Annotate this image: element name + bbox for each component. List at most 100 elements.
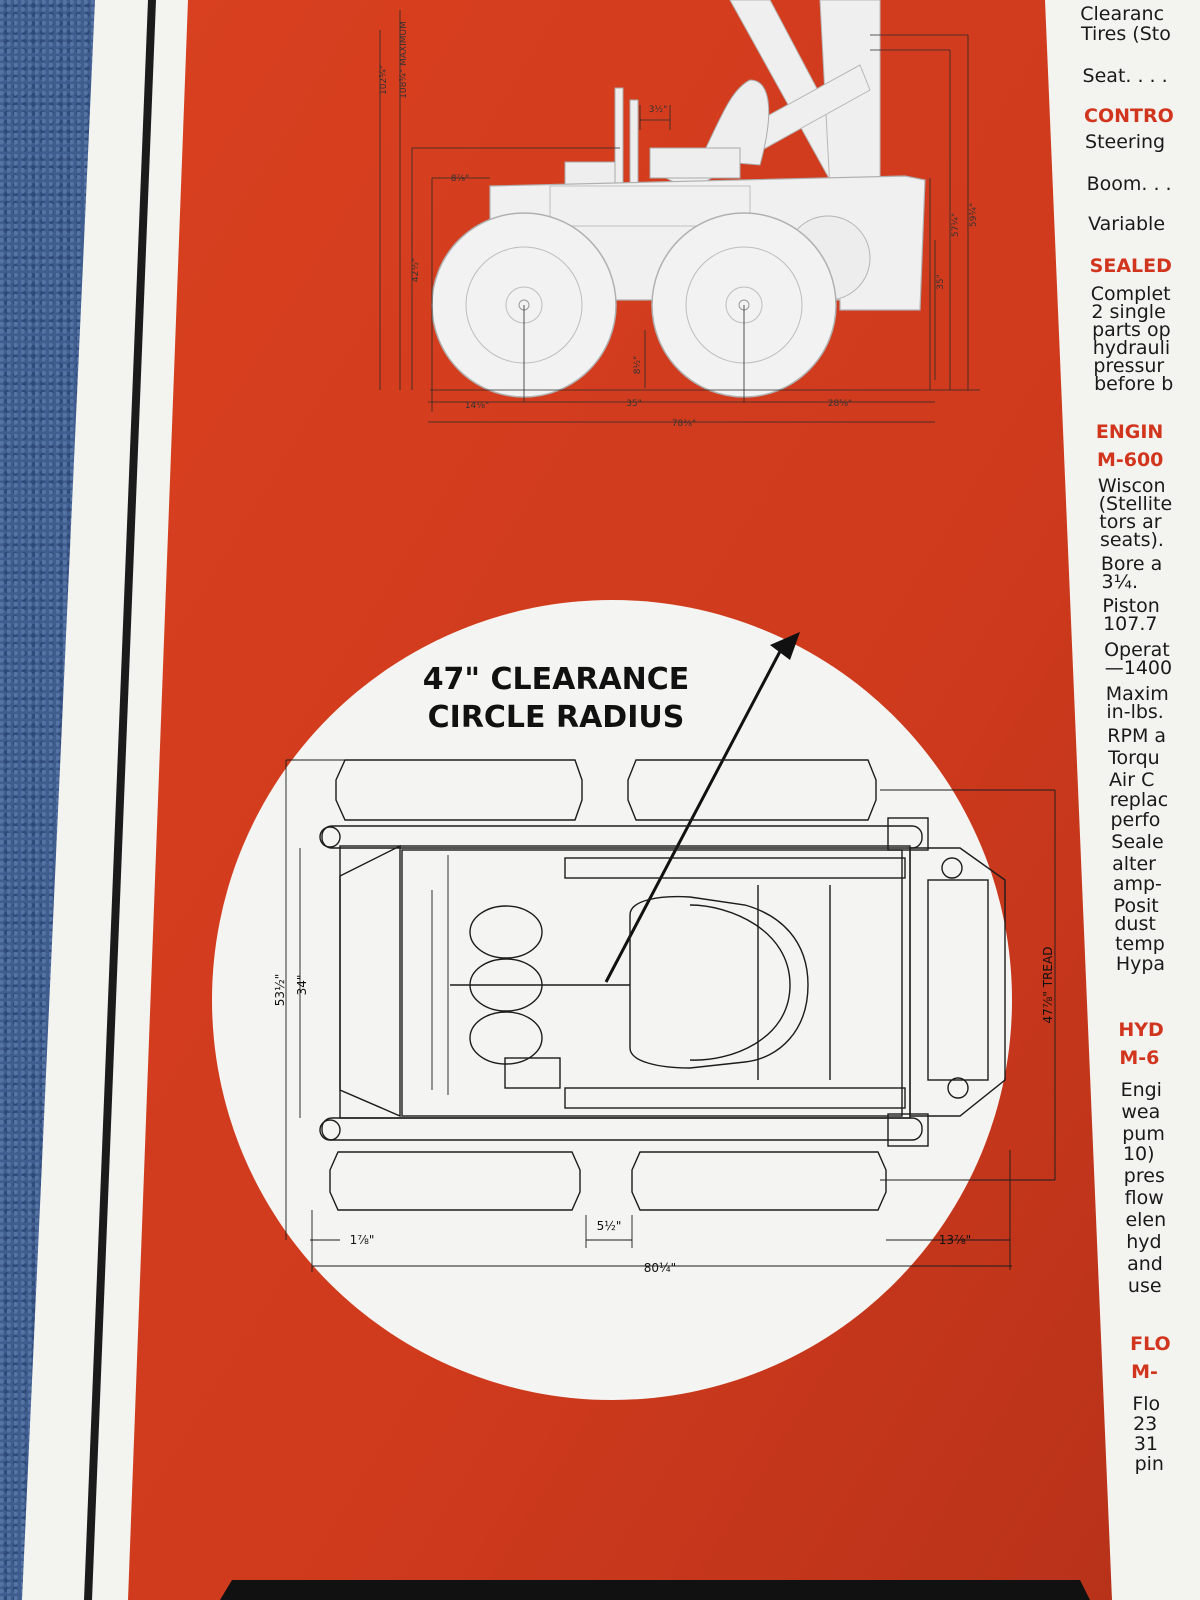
spec-line: 2 single — [1091, 301, 1165, 323]
dim-overall-length-side: 78⅜" — [672, 419, 696, 429]
top-dimension-lines — [285, 759, 1056, 1272]
dim-height-body: 42½" — [411, 258, 421, 282]
spec-line: Hypa — [1116, 953, 1165, 975]
spec-line: pum — [1122, 1123, 1165, 1145]
spec-line: FLO — [1130, 1333, 1171, 1355]
dim-ground-clearance: 8½" — [633, 356, 643, 375]
spec-line: Engi — [1121, 1079, 1162, 1101]
spec-line: use — [1128, 1275, 1162, 1297]
spec-line: RPM a — [1107, 725, 1166, 747]
spec-line: (Stellite — [1099, 493, 1173, 515]
spec-line: and — [1127, 1253, 1163, 1275]
spec-line: Bore a — [1101, 553, 1162, 575]
spec-line: hyd — [1126, 1231, 1161, 1253]
radius-arrow-line — [604, 639, 788, 983]
spec-line: pin — [1135, 1453, 1164, 1475]
spec-line: 3¼. — [1102, 571, 1139, 593]
spec-line: Clearanc — [1080, 3, 1164, 25]
dim-front-overhang: 28⅝" — [828, 399, 852, 409]
tire-rear-left — [335, 759, 583, 821]
spec-line: elen — [1125, 1209, 1166, 1231]
dim-wheel-gap: 5½" — [597, 1219, 622, 1233]
spec-line: Flo — [1132, 1393, 1160, 1415]
tire-front-right — [631, 1151, 887, 1211]
spec-line: hydrauli — [1093, 337, 1170, 359]
seat-base — [649, 147, 741, 179]
spec-line: alter — [1112, 853, 1156, 875]
dim-inner-width: 34" — [295, 975, 309, 996]
spec-line: perfo — [1110, 809, 1160, 831]
spec-line: Complet — [1091, 283, 1171, 305]
spec-line: M-600 — [1097, 449, 1163, 471]
bottom-title-fragment — [220, 1580, 1090, 1600]
spec-line: 23 — [1133, 1413, 1157, 1435]
dim-left-offset: 1⅞" — [350, 1233, 375, 1247]
spec-line: M- — [1131, 1361, 1158, 1383]
tire-front-left — [627, 759, 877, 821]
spec-line: Torqu — [1107, 747, 1160, 769]
control-lever-1 — [614, 87, 624, 189]
dim-outer-width: 53½" — [273, 974, 287, 1006]
spec-line: ENGIN — [1096, 421, 1163, 443]
dim-rear-top-overhang: 8⅞" — [451, 174, 470, 184]
spec-line: Wiscon — [1098, 475, 1166, 497]
tire-rear-right — [329, 1151, 581, 1211]
spec-line: wea — [1121, 1101, 1160, 1123]
spec-line: Boom. . . — [1087, 173, 1172, 195]
spec-line: 31 — [1134, 1433, 1158, 1455]
spec-line: replac — [1110, 789, 1169, 811]
callout-line-1: 47" CLEARANCE — [423, 662, 690, 697]
spec-line: flow — [1125, 1187, 1164, 1209]
control-lever-2 — [629, 99, 639, 189]
spec-line: Operat — [1104, 639, 1170, 661]
spec-line: Variable — [1088, 213, 1165, 235]
spec-line: CONTRO — [1084, 105, 1174, 127]
spec-line: 107.7 — [1103, 613, 1157, 635]
dim-seat-offset: 3½" — [649, 105, 668, 115]
callout-line-2: CIRCLE RADIUS — [428, 700, 685, 735]
spec-line: in-lbs. — [1106, 701, 1163, 723]
spec-line: SEALED — [1090, 255, 1172, 277]
spec-line: Seat. . . . — [1083, 65, 1168, 87]
spec-line: amp- — [1113, 873, 1162, 895]
dim-height-max: 108¾" MAXIMUM — [399, 21, 409, 99]
dim-height-right-2: 59¾" — [969, 203, 979, 227]
side-dimension-lines — [379, 10, 980, 423]
radius-arrowhead — [770, 632, 800, 660]
spec-line: before b — [1094, 373, 1173, 395]
spec-line: 10) — [1123, 1143, 1155, 1165]
dim-height-right-1: 57¼" — [951, 213, 961, 237]
clearance-circle — [212, 600, 1012, 1400]
spec-line: pres — [1124, 1165, 1165, 1187]
spec-line: tors ar — [1099, 511, 1161, 533]
spec-line: temp — [1115, 933, 1165, 955]
spec-line: parts op — [1092, 319, 1171, 341]
spec-line: seats). — [1100, 529, 1164, 551]
spec-line: Air C — [1109, 769, 1154, 791]
spec-line: Maxim — [1106, 683, 1169, 705]
spec-line: —1400 — [1105, 657, 1172, 679]
dim-overall-length-top: 80¼" — [644, 1261, 676, 1275]
dim-height-total: 102¾" — [379, 65, 389, 95]
dim-rear-overhang: 14⅛" — [465, 401, 489, 411]
machine-top-outline — [319, 759, 1006, 1211]
side-view-drawing: 102¾" 108¾" MAXIMUM 3½" 8⅞" 42½" 57¼" 59… — [379, 0, 980, 429]
spec-line: Piston — [1102, 595, 1159, 617]
dim-wheelbase: 35" — [626, 399, 642, 409]
dim-front-overhang-top: 13⅞" — [939, 1233, 971, 1247]
spec-line: Tires (Sto — [1080, 23, 1171, 45]
dim-height-right-3: 35" — [936, 274, 946, 290]
spec-line: pressur — [1093, 355, 1164, 377]
spec-line: Steering — [1085, 131, 1165, 153]
spec-line: Posit — [1114, 895, 1159, 917]
dim-tread: 47⅞" TREAD — [1041, 947, 1055, 1024]
spec-line: M-6 — [1119, 1047, 1159, 1069]
clearance-circle-drawing: 47" CLEARANCE CIRCLE RADIUS — [212, 600, 1056, 1400]
spec-line: dust — [1114, 913, 1155, 935]
spec-line: Seale — [1111, 831, 1163, 853]
spec-line: HYD — [1118, 1019, 1163, 1041]
left-rule — [84, 0, 156, 1600]
seat-back — [699, 79, 770, 166]
